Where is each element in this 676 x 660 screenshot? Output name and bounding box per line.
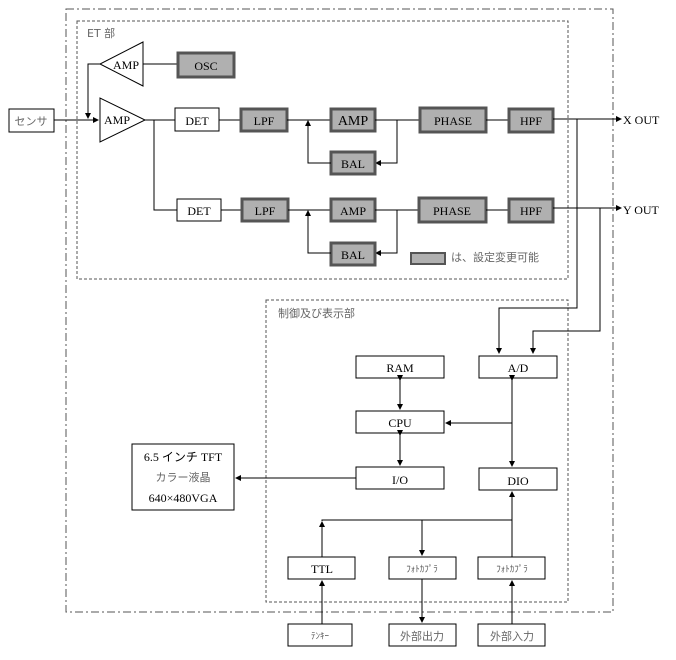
- wire-x-bal-in: [375, 120, 398, 166]
- ad-block: [478, 355, 558, 379]
- sensor-label: センサ: [15, 115, 48, 128]
- wire-amp-ydet: [153, 120, 177, 211]
- display-line2: カラー液晶: [156, 470, 211, 484]
- x-out-label: X OUT: [623, 113, 660, 127]
- photocoupler-in-block: [477, 556, 546, 580]
- y-phase-label: PHASE: [433, 204, 471, 218]
- osc-block: [176, 51, 236, 79]
- y-det-label: DET: [187, 204, 211, 218]
- display-line1: 6.5 インチ TFT: [144, 450, 223, 464]
- x-lpf-label: LPF: [254, 114, 275, 128]
- et-section-label: ET 部: [87, 26, 115, 40]
- dio-block: [478, 467, 558, 491]
- wire-y-bal-out: [305, 210, 331, 254]
- wire-x-bal-out: [305, 120, 331, 164]
- et-section-frame: [76, 20, 569, 280]
- wire-y-bal-in: [375, 210, 398, 256]
- amp-main-label: AMP: [104, 113, 130, 127]
- y-bal-block: [329, 241, 377, 267]
- control-section-label: 制御及び表示部: [278, 306, 355, 320]
- io-label: I/O: [392, 473, 408, 487]
- amp-top-label: AMP: [113, 58, 139, 72]
- ext-out-label: 外部出力: [400, 629, 444, 643]
- cpu-label: CPU: [388, 416, 412, 430]
- ad-label: A/D: [508, 361, 529, 375]
- amp-main-triangle: [99, 97, 147, 143]
- wire-xout-ad: [496, 119, 578, 354]
- control-section-frame: [265, 299, 569, 603]
- tenkey-label: ﾃﾝｷｰ: [311, 631, 330, 642]
- display-line3: 640×480VGA: [149, 491, 218, 505]
- osc-label: OSC: [194, 59, 217, 73]
- ttl-block: [287, 556, 356, 580]
- tenkey-block: [287, 623, 353, 647]
- legend-text: は、設定変更可能: [451, 250, 539, 264]
- photocoupler-in-label: ﾌｫﾄｶﾌﾟﾗ: [496, 564, 528, 575]
- legend-swatch: [410, 252, 446, 265]
- x-bal-label: BAL: [341, 157, 365, 171]
- x-phase-label: PHASE: [434, 114, 472, 128]
- y-lpf-label: LPF: [255, 204, 276, 218]
- ext-out-block: [388, 623, 457, 647]
- y-bal-label: BAL: [341, 248, 365, 262]
- y-phase-block: [417, 196, 488, 224]
- ram-label: RAM: [386, 361, 414, 375]
- x-hpf-block: [507, 107, 555, 134]
- bus-lower: [321, 519, 512, 521]
- dio-label: DIO: [507, 474, 529, 488]
- x-amp-label: AMP: [338, 114, 369, 129]
- ext-in-block: [477, 623, 546, 647]
- photocoupler-out-label: ﾌｫﾄｶﾌﾟﾗ: [406, 564, 438, 575]
- y-hpf-label: HPF: [520, 204, 542, 218]
- ttl-label: TTL: [311, 562, 333, 576]
- system-frame: [65, 8, 614, 613]
- wire-yout-ad: [530, 208, 601, 354]
- wire-osc-feed: [85, 63, 100, 119]
- y-out-label: Y OUT: [623, 203, 660, 217]
- y-amp-label: AMP: [340, 204, 366, 218]
- y-hpf-block: [507, 197, 555, 224]
- display-block: [131, 443, 235, 511]
- x-hpf-label: HPF: [520, 114, 542, 128]
- ext-in-label: 外部入力: [490, 629, 534, 643]
- x-det-label: DET: [185, 114, 209, 128]
